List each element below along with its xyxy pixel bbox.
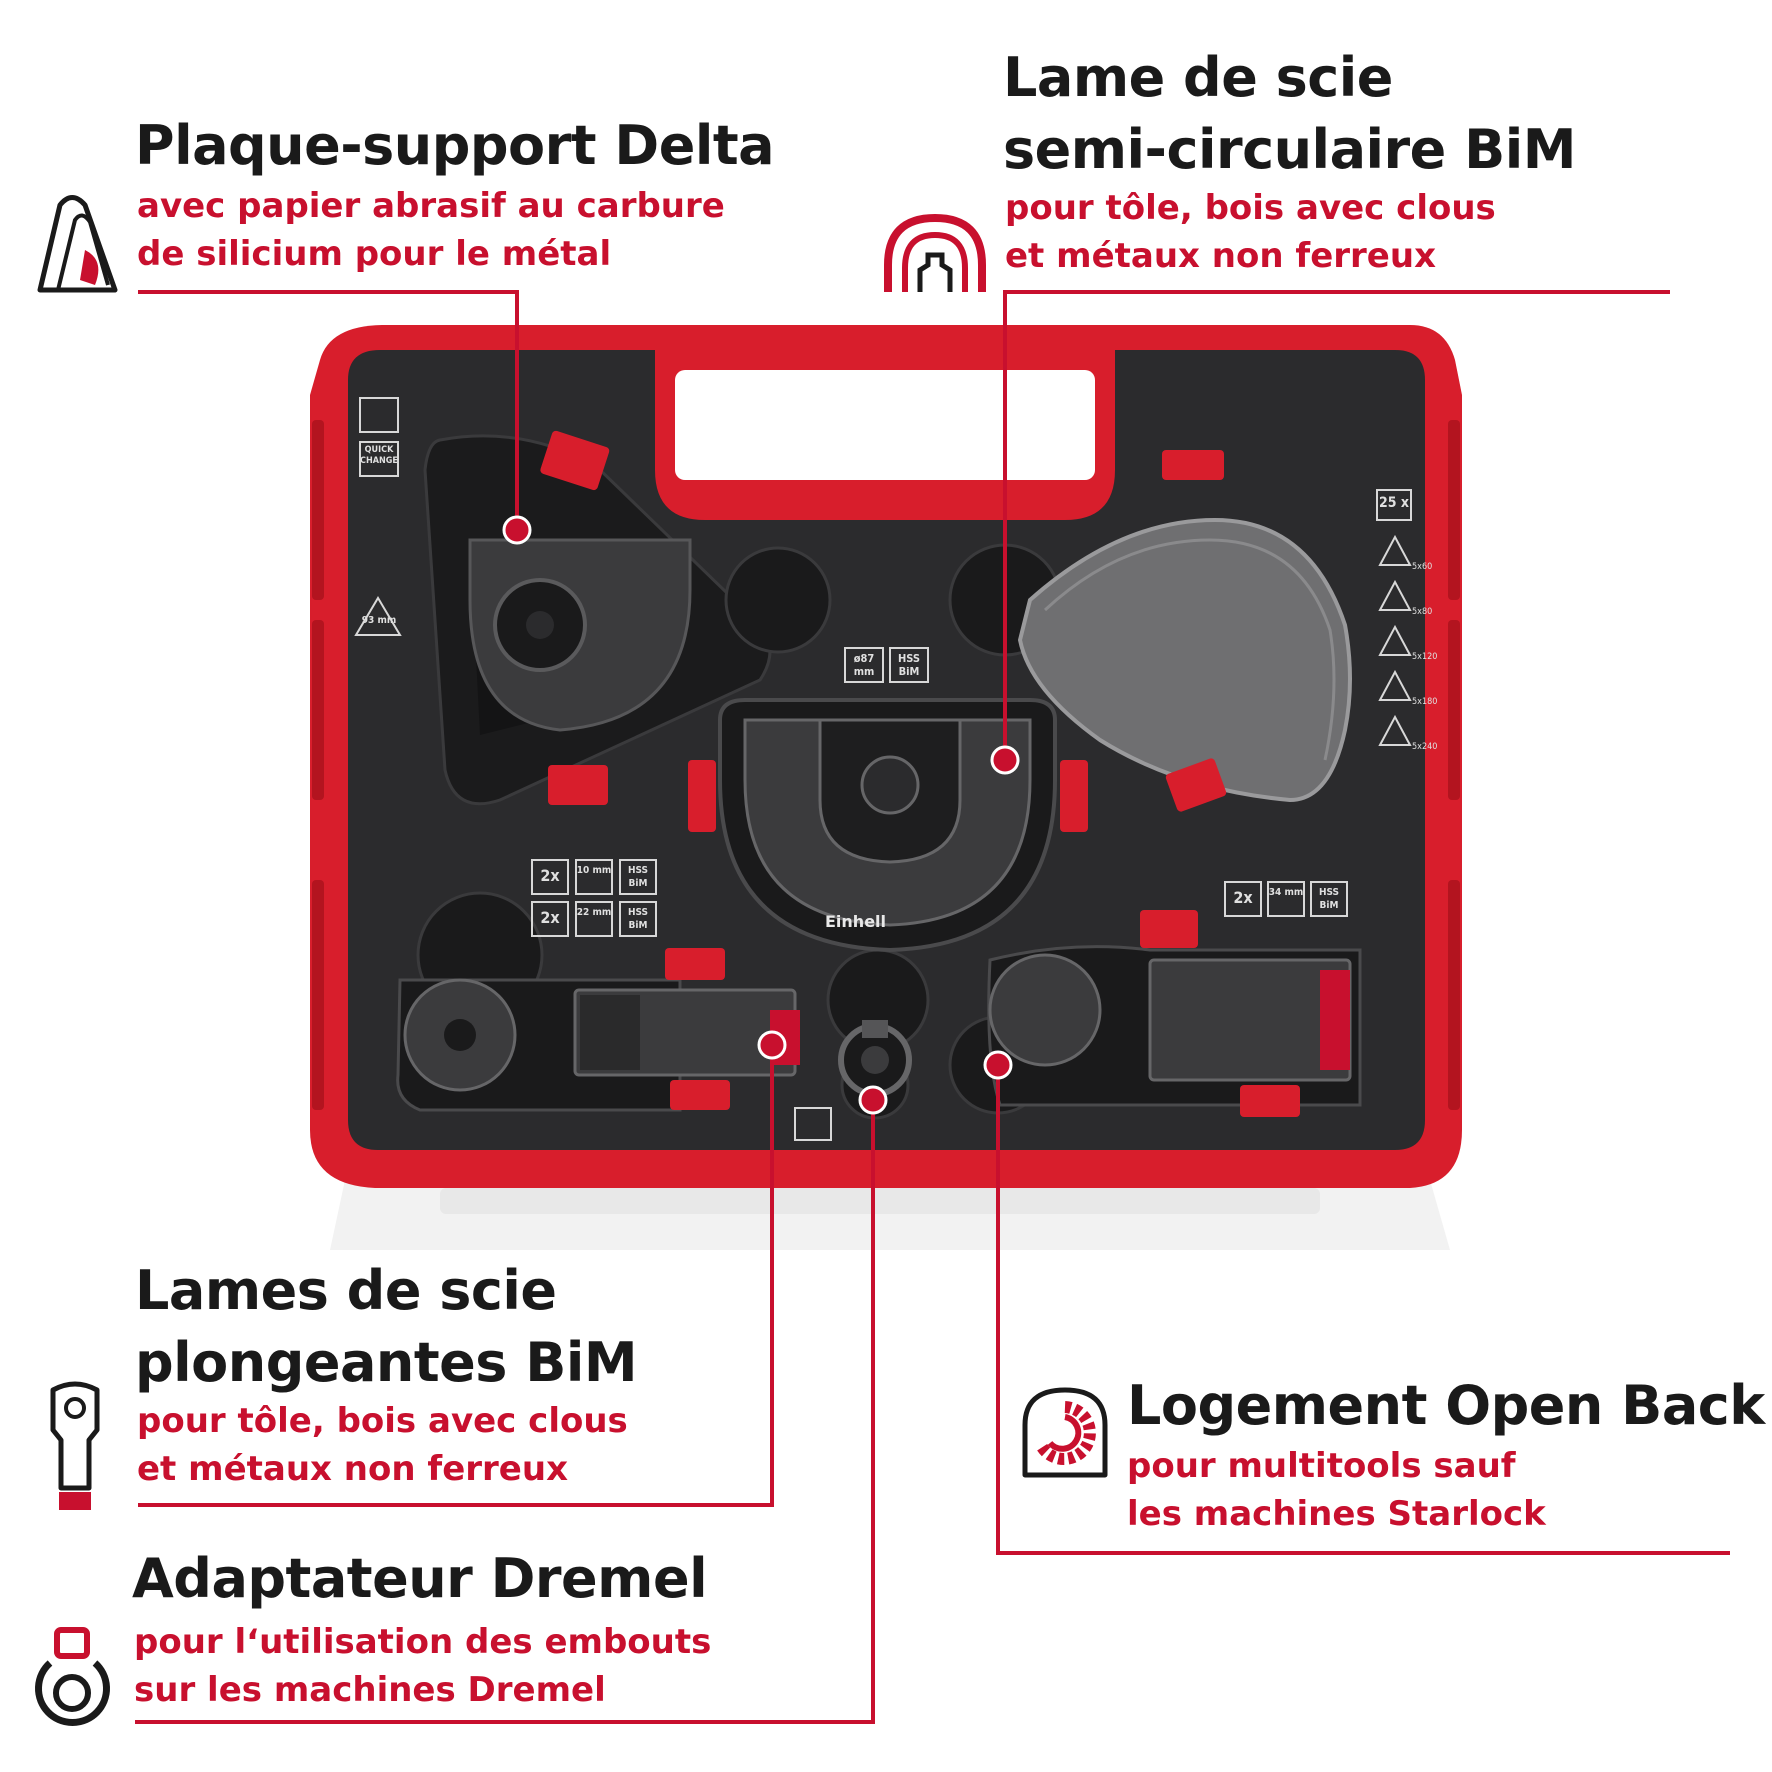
sandpaper-edge <box>1043 538 1336 761</box>
semi-line-1: pour tôle, bois avec clous <box>1005 188 1496 228</box>
case-latch-strip <box>440 1188 1320 1214</box>
dremel-title: Adaptateur Dremel <box>132 1547 708 1610</box>
openback-title: Logement Open Back <box>1127 1374 1765 1437</box>
delta-line-2: de silicium pour le métal <box>137 234 612 274</box>
plunge-line-1: pour tôle, bois avec clous <box>137 1401 628 1441</box>
dremel-line-1: pour l‘utilisation des embouts <box>134 1622 712 1662</box>
dremel-adapter-icon <box>35 1627 110 1726</box>
plunge-right-width: 34 mm <box>1268 887 1304 898</box>
sandpaper-count-label: 25 x <box>1378 495 1410 511</box>
semicircular-blade-icon <box>884 213 986 292</box>
grit-list: 5x60 5x80 5x120 5x180 5x240 <box>1412 545 1437 770</box>
grit-triangles <box>354 534 1412 746</box>
sandpaper-clips <box>1162 450 1227 812</box>
plunge-title-1: Lames de scie <box>135 1259 557 1322</box>
delta-size-label: 93 mm <box>361 615 397 626</box>
plunge-left-qty-2: 2x <box>540 908 560 927</box>
openback-line-1: pour multitools sauf <box>1127 1446 1516 1486</box>
semi-title-1: Lame de scie <box>1003 46 1393 109</box>
case-handle-opening <box>675 370 1095 480</box>
semi-title-2: semi-circulaire BiM <box>1003 118 1576 181</box>
leader-plunge <box>138 1045 774 1507</box>
case-side-ribs <box>312 420 1460 1110</box>
grit-label: 5x180 <box>1412 697 1438 707</box>
semi-line-2: et métaux non ferreux <box>1005 236 1436 276</box>
delta-title: Plaque-support Delta <box>135 114 775 177</box>
plunge-left-width-1: 10 mm <box>576 865 612 876</box>
leader-dots <box>502 515 1020 1115</box>
plunge-line-2: et métaux non ferreux <box>137 1449 568 1489</box>
sanding-pad-icon <box>37 195 118 293</box>
plunge-left-qty-1: 2x <box>540 866 560 885</box>
plunge-left-width-2: 22 mm <box>576 907 612 918</box>
delta-line-1: avec papier abrasif au carbure <box>137 186 725 226</box>
quick-change-label: QUICK CHANGE <box>360 445 398 466</box>
semicircular-blade <box>718 698 1057 953</box>
grit-label: 5x60 <box>1412 562 1433 572</box>
plunge-left-clips <box>665 948 730 1110</box>
leader-openback <box>996 1065 1730 1555</box>
semi-material-label: HSS BiM <box>897 652 921 678</box>
brand-logo: Einhell <box>825 912 887 931</box>
plunge-blades-right <box>987 945 1362 1107</box>
sandpaper-stack <box>1017 517 1352 803</box>
open-back-icon <box>1022 1387 1108 1478</box>
plunge-right-qty: 2x <box>1233 888 1253 907</box>
delta-blade <box>468 538 692 732</box>
plunge-title-2: plongeantes BiM <box>135 1331 638 1394</box>
foam-printed-boxes <box>359 397 1412 1141</box>
leader-lines <box>135 290 1730 1724</box>
grit-label: 5x120 <box>1412 652 1438 662</box>
grit-label: 5x80 <box>1412 607 1433 617</box>
plunge-left-material-1: HSS BiM <box>627 865 649 889</box>
plunge-right-material: HSS BiM <box>1318 887 1340 911</box>
semicircular-blade-clips <box>688 760 1088 832</box>
plunge-right-clips <box>1140 910 1300 1117</box>
leader-dremel <box>135 1100 875 1724</box>
openback-line-2: les machines Starlock <box>1127 1494 1546 1534</box>
leader-semi <box>1003 290 1670 760</box>
grit-label: 5x240 <box>1412 742 1438 752</box>
semi-diameter-label: ø87 mm <box>853 652 875 678</box>
plunge-left-material-2: HSS BiM <box>627 907 649 931</box>
plunge-blade-icon <box>50 1381 100 1510</box>
plunge-blades-left <box>396 978 800 1112</box>
dremel-line-2: sur les machines Dremel <box>134 1670 606 1710</box>
leader-delta <box>138 290 519 530</box>
delta-pad-clips <box>540 430 610 805</box>
